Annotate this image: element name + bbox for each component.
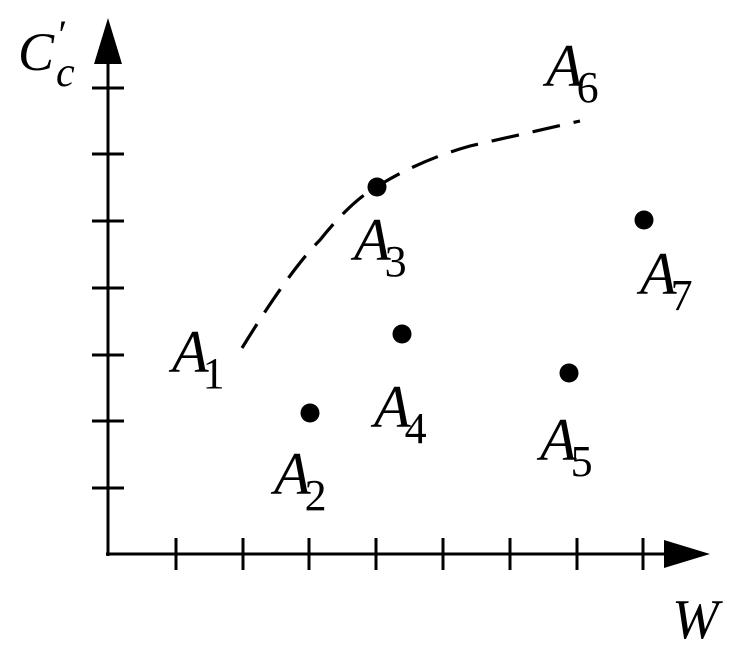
y-axis-label-main: C — [18, 22, 55, 82]
point-label-index: 1 — [203, 349, 225, 398]
point-a4-label: A4 — [370, 374, 427, 453]
point-a7-marker — [634, 210, 654, 230]
y-axis-label: C′ — [18, 12, 66, 82]
axes — [94, 18, 710, 568]
y-axis-ticks — [92, 86, 124, 490]
point-label-letter: A — [542, 33, 583, 99]
point-label-letter: A — [370, 374, 411, 440]
point-label-index: 6 — [577, 63, 599, 112]
point-label-index: 2 — [305, 471, 327, 520]
point-a5-marker — [559, 363, 579, 383]
point-label-letter: A — [270, 441, 311, 507]
point-label-letter: A — [636, 241, 677, 307]
point-label-letter: A — [350, 207, 391, 273]
point-label-index: 4 — [405, 404, 427, 453]
point-a4-marker — [392, 324, 412, 344]
point-label-letter: A — [168, 319, 209, 385]
point-a3-marker — [367, 177, 387, 197]
x-axis-arrow-icon — [664, 540, 710, 568]
point-a5-label: A5 — [536, 407, 593, 486]
point-label-letter: A — [536, 407, 577, 473]
point-a2-marker — [300, 403, 320, 423]
point-a2-label: A2 — [270, 441, 327, 520]
y-axis-label-prime: ′ — [56, 12, 66, 57]
point-a6-label: A6 — [542, 33, 599, 112]
point-a1-label: A1 — [168, 319, 225, 398]
point-a3-label: A3 — [350, 207, 407, 286]
x-axis-ticks — [174, 538, 645, 570]
frontier-curve — [240, 119, 581, 349]
y-axis-arrow-icon — [94, 18, 122, 64]
x-axis-label: W — [672, 589, 723, 651]
point-label-index: 5 — [571, 437, 593, 486]
point-label-index: 3 — [385, 237, 407, 286]
y-axis-label-subscript: c — [56, 50, 75, 96]
point-label-index: 7 — [671, 271, 693, 320]
point-a7-label: A7 — [636, 241, 693, 320]
